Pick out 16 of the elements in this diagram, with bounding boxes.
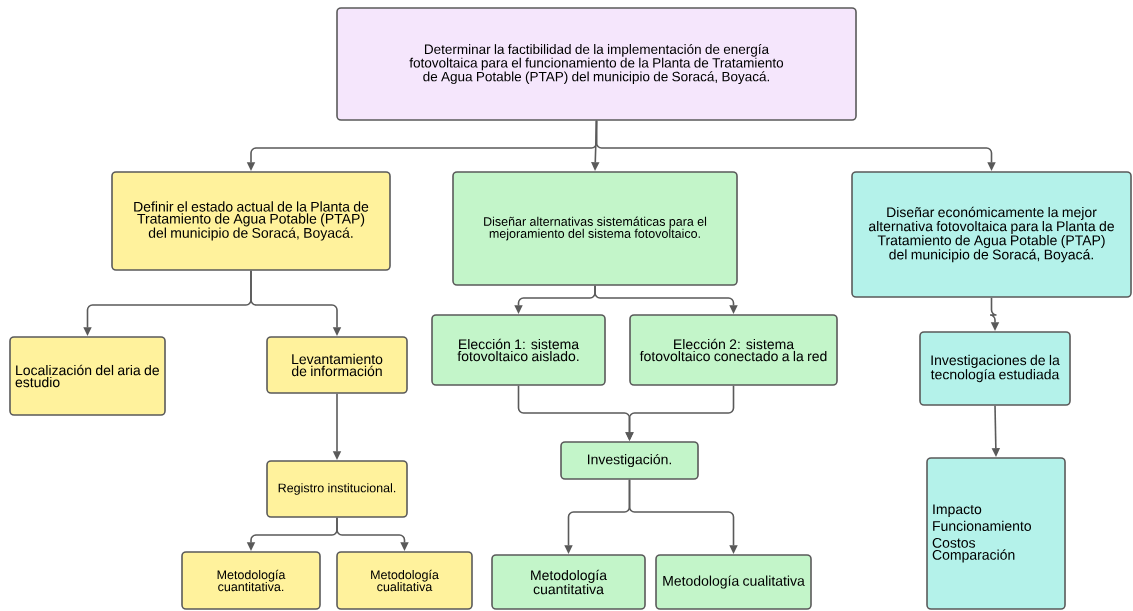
process-box: Investigaciones de la tecnología estudiada: [919, 331, 1071, 406]
process-box: Definir el estado actual de la Planta de Tratamiento de Agua Potable (PTAP) del municipio de Soracá, Boyacá.: [111, 171, 391, 271]
process-box: Diseñar alternativas sistemáticas para el mejoramiento del sistema fotovoltaico.: [452, 171, 738, 286]
process-box: Investigación.: [560, 441, 699, 480]
process-box: Localización del aria de estudio: [9, 336, 166, 416]
process-box: Metodología cuantitativa.: [181, 551, 321, 610]
process-box: Elección 1: sistema fotovoltaico aislado.: [431, 314, 606, 386]
process-box: Registro institucional.: [266, 460, 408, 518]
process-box: Metodología cualitativa: [336, 551, 473, 610]
process-box: Elección 2: sistema fotovoltaico conectado a la red: [629, 314, 838, 386]
process-box: Diseñar económicamente la mejor alternativa fotovoltaica para la Planta de Tratamiento de Agua Potable (PTAP) del municipio de Soracá, Boyacá.: [851, 171, 1132, 298]
process-box: Determinar la factibilidad de la implementación de energía fotovoltaica para el funcionamiento de la Planta de Tratamiento de Agua Potable (PTAP) del municipio de Soracá, Boyacá.: [336, 7, 857, 121]
process-box: Impacto Funcionamiento Costos Comparación: [926, 457, 1066, 610]
process-box: Levantamiento de información: [266, 336, 408, 394]
process-box: Metodología cualitativa: [655, 554, 812, 610]
process-box: Metodología cuantitativa: [491, 554, 646, 610]
